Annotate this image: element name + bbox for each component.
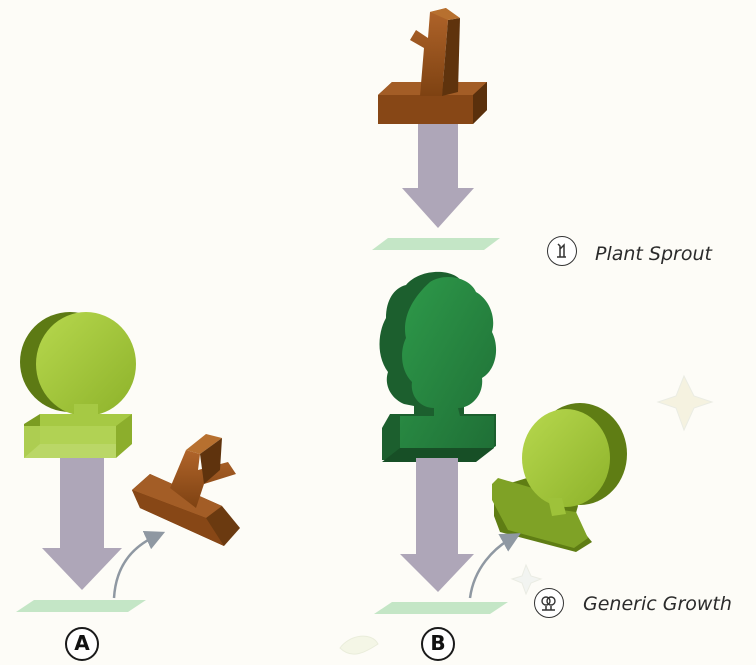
growth-circle-icon [534,588,564,618]
sprout-circle-icon [547,236,577,266]
ground-tile-top [372,238,500,250]
tilted-light-tree-piece [492,403,627,552]
down-arrow-b [400,458,474,592]
marker-a: A [65,627,99,661]
curved-arrow-a [112,531,166,599]
tilted-sprout-piece [132,434,240,546]
sprout-piece-top [378,8,487,124]
plant-sprout-label: Plant Sprout [595,243,712,265]
curved-arrow-b [468,533,521,599]
marker-b: B [421,627,455,661]
dark-tree-piece [379,271,497,462]
down-arrow-top [402,124,474,228]
ground-tile-a [16,600,146,612]
generic-growth-label: Generic Growth [583,593,732,615]
light-tree-piece [20,312,136,458]
ground-tile-b [374,602,508,614]
background-sparkle-decoration [339,374,714,655]
down-arrow-a [42,458,122,590]
